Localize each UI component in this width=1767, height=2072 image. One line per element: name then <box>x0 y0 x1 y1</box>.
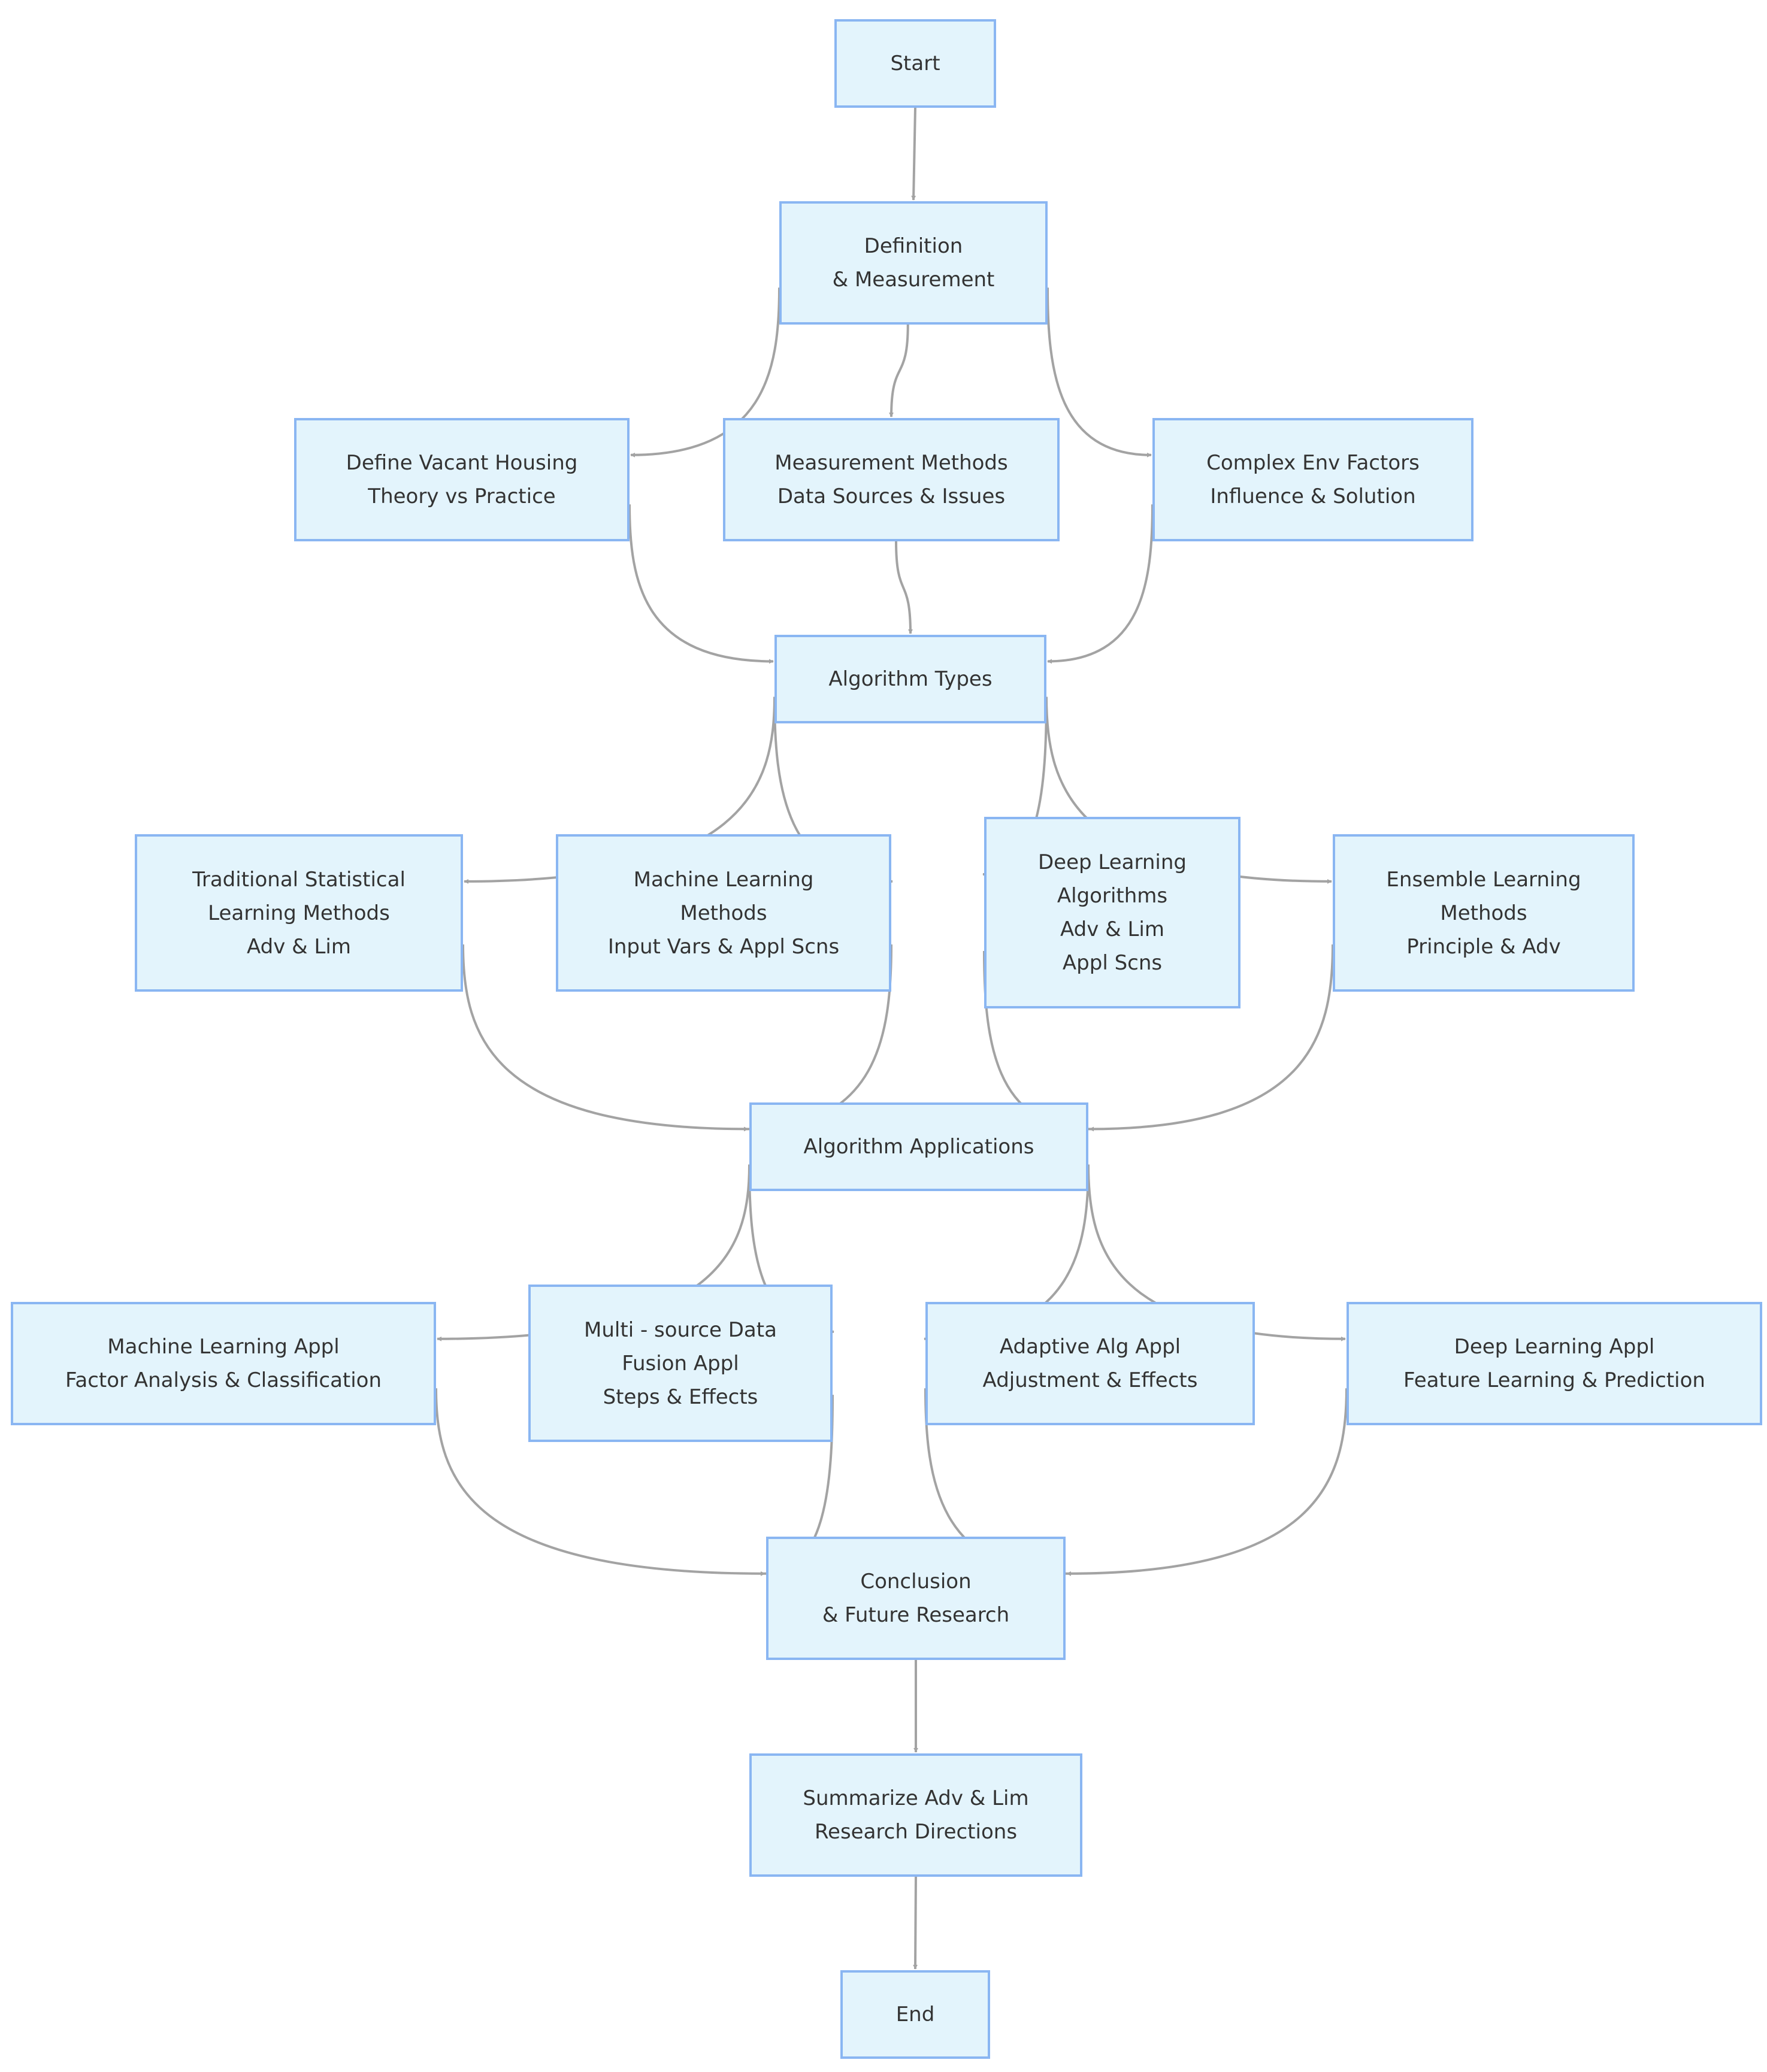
node-label-line: Start <box>890 52 940 75</box>
node-label-line: Algorithm Applications <box>803 1135 1034 1159</box>
node-label-line: End <box>895 2003 935 2026</box>
node-label-line: Summarize Adv & Lim <box>803 1786 1029 1810</box>
node-end: End <box>840 1970 990 2059</box>
node-label-line: Input Vars & Appl Scns <box>607 934 840 959</box>
node-label-line: Algorithm Types <box>828 667 993 691</box>
node-complex-env-factors: Complex Env Factors Influence & Solution <box>1152 418 1473 541</box>
node-label-line: Factor Analysis & Classification <box>65 1368 382 1392</box>
node-label-line: Machine Learning Appl <box>107 1335 340 1359</box>
node-label-line: Conclusion <box>860 1570 972 1594</box>
node-summarize-adv-lim: Summarize Adv & Lim Research Directions <box>749 1753 1082 1877</box>
edge-dl_appl-to-conclusion <box>1066 1388 1348 1576</box>
node-label-line: Principle & Adv <box>1406 934 1561 959</box>
node-label-line: Machine Learning <box>633 867 814 892</box>
node-label-line: Theory vs Practice <box>368 484 556 508</box>
node-label-line: Definition <box>864 234 963 258</box>
node-label-line: Define Vacant Housing <box>346 451 578 475</box>
node-label-line: Traditional Statistical <box>192 867 406 892</box>
node-label-line: Research Directions <box>814 1820 1018 1844</box>
node-conclusion-future-research: Conclusion & Future Research <box>766 1537 1066 1660</box>
node-label-line: Influence & Solution <box>1210 484 1416 508</box>
node-ensemble-learning: Ensemble Learning Methods Principle & Ad… <box>1333 834 1635 992</box>
node-label-line: Data Sources & Issues <box>777 484 1006 508</box>
node-label-line: Steps & Effects <box>603 1385 758 1409</box>
node-label-line: Ensemble Learning <box>1386 867 1581 892</box>
node-label-line: Complex Env Factors <box>1206 451 1420 475</box>
edge-traditional-to-algorithm_applications <box>462 944 749 1132</box>
node-label-line: Methods <box>680 901 767 925</box>
node-label-line: Learning Methods <box>208 901 390 925</box>
node-definition-measurement: Definition & Measurement <box>779 201 1048 325</box>
node-label-line: Algorithms <box>1057 884 1168 908</box>
edge-definition-to-define_vacant <box>630 287 780 458</box>
edge-define_vacant-to-algorithm_types <box>628 504 774 664</box>
node-machine-learning-appl: Machine Learning Appl Factor Analysis & … <box>11 1302 436 1425</box>
node-label-line: Adv & Lim <box>246 934 351 959</box>
edge-ml_appl-to-conclusion <box>435 1388 766 1576</box>
node-start: Start <box>834 19 996 108</box>
node-label-line: & Measurement <box>832 268 995 292</box>
edge-definition-to-measurement_methods <box>889 324 909 417</box>
node-label-line: Appl Scns <box>1062 951 1163 975</box>
node-label-line: Deep Learning Appl <box>1454 1335 1655 1359</box>
node-label-line: Measurement Methods <box>774 451 1008 475</box>
node-label-line: Methods <box>1440 901 1527 925</box>
node-label-line: Adjustment & Effects <box>982 1368 1198 1392</box>
node-label-line: Multi - source Data <box>584 1317 777 1342</box>
edge-algorithm_applications-to-dl_appl <box>1087 1164 1346 1341</box>
node-deep-learning-algorithms: Deep Learning Algorithms Adv & Lim Appl … <box>984 817 1240 1008</box>
node-label-line: Deep Learning <box>1037 850 1187 874</box>
node-algorithm-types: Algorithm Types <box>774 635 1046 723</box>
edge-definition-to-complex_env <box>1046 287 1152 458</box>
node-label-line: Adv & Lim <box>1060 917 1164 941</box>
node-label-line: Adaptive Alg Appl <box>999 1335 1181 1359</box>
edge-start-to-definition <box>911 107 916 201</box>
node-label-line: & Future Research <box>822 1603 1010 1627</box>
node-deep-learning-appl: Deep Learning Appl Feature Learning & Pr… <box>1347 1302 1762 1425</box>
node-label-line: Feature Learning & Prediction <box>1403 1368 1705 1392</box>
node-traditional-statistical: Traditional Statistical Learning Methods… <box>135 834 463 992</box>
edge-complex_env-to-algorithm_types <box>1047 504 1154 664</box>
node-measurement-methods: Measurement Methods Data Sources & Issue… <box>723 418 1060 541</box>
node-label-line: Fusion Appl <box>622 1351 739 1376</box>
edge-ensemble-to-algorithm_applications <box>1089 944 1334 1132</box>
node-define-vacant-housing: Define Vacant Housing Theory vs Practice <box>294 418 630 541</box>
node-machine-learning-methods: Machine Learning Methods Input Vars & Ap… <box>556 834 891 992</box>
edge-summarize-to-end <box>913 1876 918 1970</box>
node-algorithm-applications: Algorithm Applications <box>749 1102 1088 1191</box>
node-adaptive-alg-appl: Adaptive Alg Appl Adjustment & Effects <box>925 1302 1255 1425</box>
node-multi-source-data-fusion: Multi - source Data Fusion Appl Steps & … <box>528 1285 833 1442</box>
edge-measurement_methods-to-algorithm_types <box>895 541 913 634</box>
